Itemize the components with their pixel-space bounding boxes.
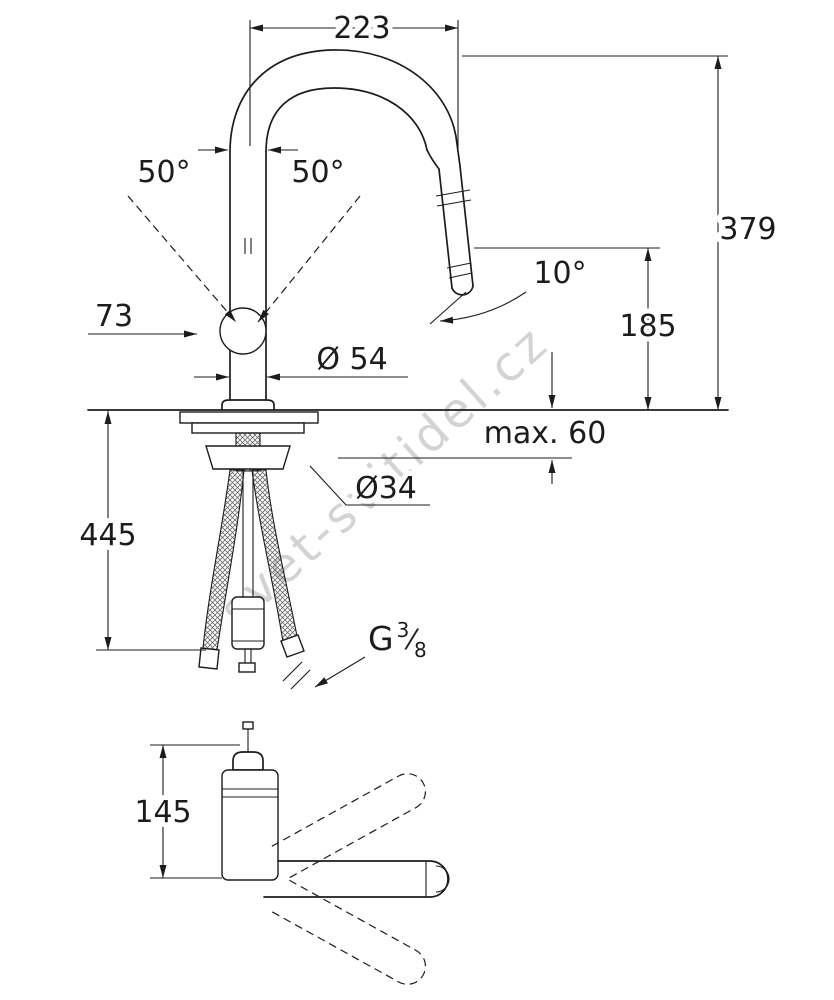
dim-base-height: 145 bbox=[129, 744, 240, 879]
mounting-nut bbox=[205, 445, 291, 470]
dim-handle-offset: 73 bbox=[88, 294, 197, 339]
faucet-side-view bbox=[87, 49, 729, 411]
pullout-hose bbox=[231, 471, 265, 673]
svg-text:73: 73 bbox=[95, 299, 133, 334]
plan-spout-swivel-up bbox=[271, 773, 426, 879]
dim-spout-reach: 223 bbox=[249, 6, 459, 148]
plan-handle bbox=[232, 721, 264, 771]
mounting-plate bbox=[179, 411, 319, 424]
dim-hole-diameter: Ø34 bbox=[309, 465, 430, 511]
dim-swivel-range: 50° 50° bbox=[127, 146, 361, 323]
hose-weight bbox=[231, 596, 265, 650]
mounting-washer bbox=[191, 422, 305, 434]
dim-hose-drop: 445 bbox=[74, 411, 206, 651]
faucet-plan-view: 145 bbox=[129, 721, 450, 985]
svg-text:max. 60: max. 60 bbox=[484, 416, 607, 451]
svg-text:G3⁄8: G3⁄8 bbox=[368, 618, 427, 662]
svg-text:145: 145 bbox=[134, 795, 191, 830]
svg-text:50°: 50° bbox=[291, 155, 344, 190]
dim-body-diameter: Ø 54 bbox=[194, 337, 408, 382]
dim-outlet-height: 185 bbox=[474, 247, 682, 410]
dimension-annotations: 223 50° 50° 73 Ø 54 10° bbox=[74, 6, 782, 688]
dim-spray-angle: 10° bbox=[429, 251, 592, 325]
plan-body bbox=[221, 769, 279, 881]
plan-spout-swivel-down bbox=[271, 879, 426, 985]
plan-spout-solid bbox=[263, 860, 450, 898]
dim-overall-height: 379 bbox=[462, 55, 782, 410]
spray-head bbox=[426, 149, 474, 296]
dim-deck-thickness: max. 60 bbox=[338, 352, 611, 484]
svg-text:379: 379 bbox=[719, 212, 776, 247]
hose-connector-right bbox=[280, 634, 305, 658]
below-deck-assembly bbox=[179, 411, 319, 690]
supply-hoses bbox=[198, 469, 311, 690]
svg-text:50°: 50° bbox=[137, 155, 190, 190]
svg-text:185: 185 bbox=[619, 309, 676, 344]
swivel-ball-joint bbox=[219, 307, 267, 355]
svg-text:223: 223 bbox=[333, 11, 390, 46]
svg-text:10°: 10° bbox=[533, 256, 586, 291]
spout-curve bbox=[229, 49, 461, 167]
svg-text:Ø34: Ø34 bbox=[355, 471, 417, 506]
svg-text:Ø 54: Ø 54 bbox=[316, 342, 387, 377]
faucet-body bbox=[221, 151, 275, 411]
svg-text:445: 445 bbox=[79, 518, 136, 553]
hose-connector-left bbox=[198, 647, 220, 670]
hose-end-fitting bbox=[238, 662, 256, 673]
